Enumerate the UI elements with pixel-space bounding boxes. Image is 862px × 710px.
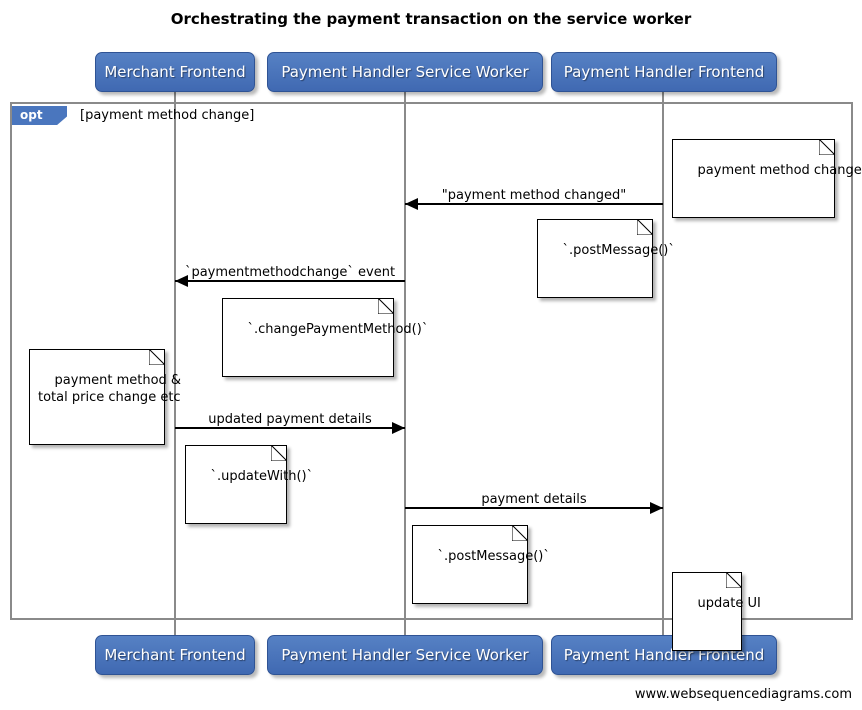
- note-change-payment-method: `.changePaymentMethod()`: [222, 298, 428, 377]
- participant-label: Payment Handler Frontend: [563, 63, 765, 81]
- note-text: `.changePaymentMethod()`: [247, 322, 429, 337]
- footer-watermark: www.websequencediagrams.com: [634, 687, 852, 702]
- message-line-payment-method-changed: [405, 203, 663, 205]
- opt-fragment-frame: [10, 102, 853, 620]
- arrow-head-paymentmethodchange-event: [175, 275, 188, 287]
- note-fold-corner-icon: [149, 349, 165, 365]
- note-update-with: `.updateWith()`: [185, 445, 313, 524]
- note-text: `.postMessage()`: [562, 243, 675, 258]
- participant-label: Merchant Frontend: [104, 63, 246, 81]
- note-fold-corner-icon: [819, 139, 835, 155]
- lifeline-merchant-frontend: [174, 90, 176, 640]
- message-line-payment-details: [405, 507, 663, 509]
- note-payment-method-total-price: payment method & total price change etc: [29, 349, 181, 445]
- lifeline-payment-handler-service-worker: [404, 90, 406, 640]
- note-fold-corner-icon: [726, 572, 742, 588]
- participant-label: Payment Handler Service Worker: [281, 646, 529, 664]
- note-fold-corner-icon: [271, 445, 287, 461]
- note-fold-corner-icon: [378, 298, 394, 314]
- note-postmessage-2: `.postMessage()`: [412, 525, 550, 604]
- note-text: update UI: [697, 596, 761, 611]
- note-fold-corner-icon: [637, 219, 653, 235]
- message-label-payment-details: payment details: [481, 492, 587, 507]
- opt-fragment-tag: opt: [12, 106, 67, 125]
- participant-label: Payment Handler Service Worker: [281, 63, 529, 81]
- arrow-head-payment-details: [650, 502, 663, 514]
- participant-label: Merchant Frontend: [104, 646, 246, 664]
- arrow-head-updated-payment-details: [392, 422, 405, 434]
- message-label-paymentmethodchange-event: `paymentmethodchange` event: [184, 265, 396, 280]
- note-text: payment method changed: [697, 163, 862, 178]
- note-fold-corner-icon: [512, 525, 528, 541]
- note-payment-method-changed: payment method changed: [672, 139, 862, 218]
- note-text: payment method & total price change etc: [38, 373, 182, 405]
- opt-fragment-condition: [payment method change]: [80, 108, 255, 123]
- participant-payment-handler-service-worker-bottom[interactable]: Payment Handler Service Worker: [267, 635, 543, 675]
- participant-merchant-frontend-top[interactable]: Merchant Frontend: [95, 52, 255, 92]
- note-update-ui: update UI: [672, 572, 761, 651]
- message-label-payment-method-changed: "payment method changed": [441, 188, 627, 203]
- note-text: `.updateWith()`: [210, 469, 314, 484]
- participant-payment-handler-frontend-top[interactable]: Payment Handler Frontend: [551, 52, 777, 92]
- participant-payment-handler-frontend-bottom[interactable]: Payment Handler Frontend: [551, 635, 777, 675]
- lifeline-payment-handler-frontend: [662, 90, 664, 640]
- participant-merchant-frontend-bottom[interactable]: Merchant Frontend: [95, 635, 255, 675]
- message-line-paymentmethodchange-event: [175, 280, 405, 282]
- message-line-updated-payment-details: [175, 427, 405, 429]
- note-text: `.postMessage()`: [437, 549, 550, 564]
- arrow-head-payment-method-changed: [405, 198, 418, 210]
- message-label-updated-payment-details: updated payment details: [208, 412, 372, 427]
- participant-payment-handler-service-worker-top[interactable]: Payment Handler Service Worker: [267, 52, 543, 92]
- diagram-title: Orchestrating the payment transaction on…: [170, 10, 692, 28]
- note-postmessage-1: `.postMessage()`: [537, 219, 675, 298]
